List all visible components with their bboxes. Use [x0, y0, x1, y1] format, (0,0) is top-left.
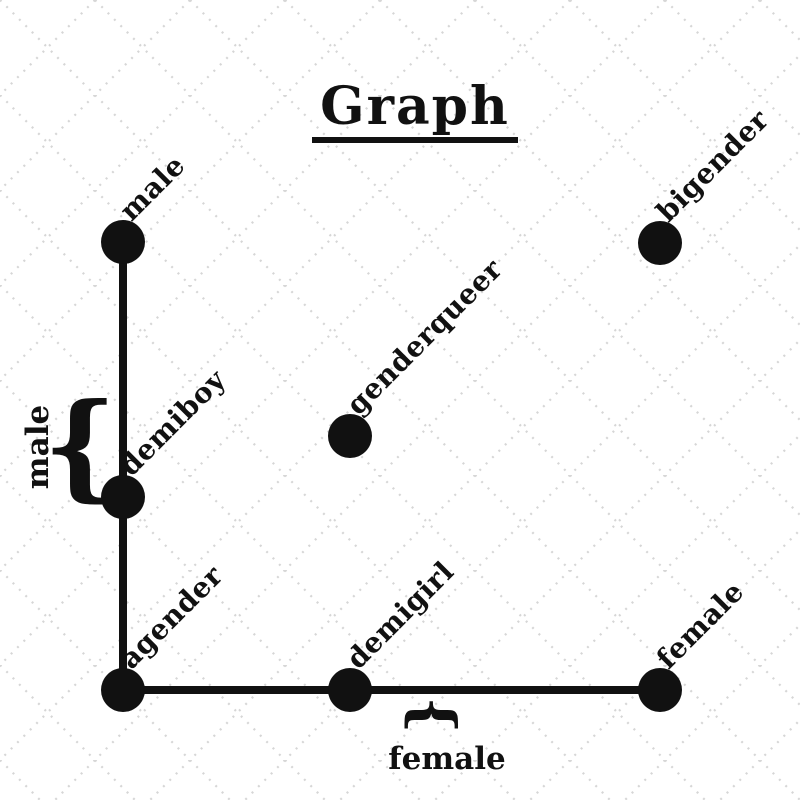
node-agender — [101, 668, 145, 712]
title-wrap: Graph — [30, 79, 800, 143]
diagram-title: Graph — [312, 79, 518, 143]
bottom-brace-icon: { — [400, 696, 468, 734]
edge-agender-female — [123, 686, 660, 694]
node-bigender — [638, 221, 682, 265]
node-label-male: male — [112, 148, 192, 228]
edge-male-agender — [119, 242, 127, 690]
node-female — [638, 668, 682, 712]
node-genderqueer — [328, 414, 372, 458]
bottom-brace-label: female — [388, 741, 506, 777]
node-label-agender: agender — [112, 558, 230, 676]
node-label-demiboy: demiboy — [112, 363, 233, 483]
left-brace-icon: { — [43, 378, 117, 514]
node-label-genderqueer: genderqueer — [339, 252, 509, 422]
node-label-demigirl: demigirl — [339, 554, 461, 676]
node-male — [101, 220, 145, 264]
node-demigirl — [328, 668, 372, 712]
node-label-female: female — [649, 574, 751, 676]
node-demiboy — [101, 475, 145, 519]
